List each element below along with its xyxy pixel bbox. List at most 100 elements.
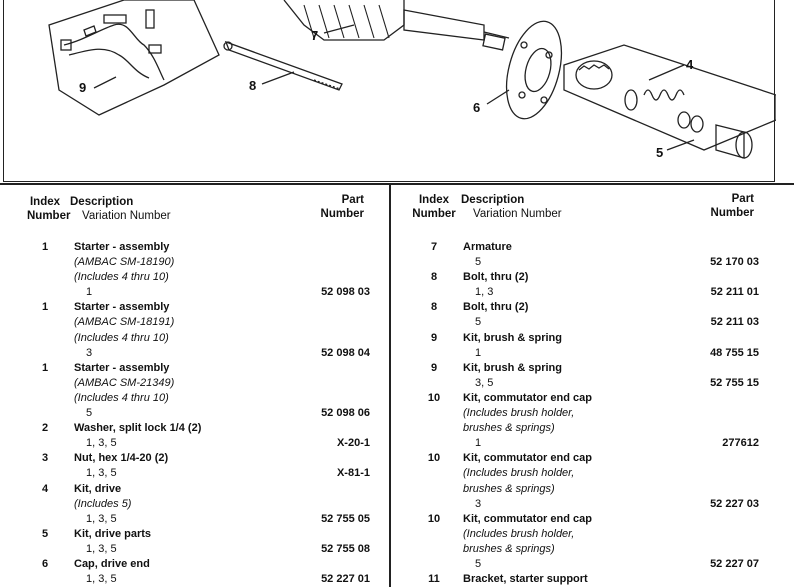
description: 1, 3, 5 bbox=[86, 437, 117, 450]
description: 1 bbox=[475, 346, 482, 359]
callout-9: 9 bbox=[79, 80, 87, 95]
part-number: X-81-1 bbox=[336, 467, 370, 480]
index-number bbox=[16, 315, 74, 330]
index-number bbox=[16, 406, 74, 421]
index-number: 8 bbox=[430, 301, 438, 314]
parts-row: 1, 3, 5 X-81-1 bbox=[16, 466, 376, 481]
description: Kit, drive parts bbox=[74, 527, 152, 540]
part-number bbox=[268, 421, 376, 436]
part-number: 48 755 15 bbox=[710, 346, 759, 359]
drive-kit-box bbox=[563, 44, 776, 151]
description: (Includes brush holder, bbox=[463, 467, 575, 480]
part-number: 52 227 01 bbox=[321, 573, 370, 586]
description: Nut, hex 1/4-20 (2) bbox=[74, 452, 169, 465]
index-number bbox=[405, 421, 463, 436]
description: Kit, commutator end cap bbox=[463, 512, 592, 525]
index-number bbox=[16, 466, 74, 481]
parts-row: 5 52 170 03 bbox=[405, 255, 765, 270]
part-number bbox=[657, 466, 765, 481]
description: Bolt, thru (2) bbox=[463, 271, 529, 284]
part-number bbox=[657, 361, 765, 376]
part-number bbox=[268, 270, 376, 285]
part-number: 52 098 04 bbox=[321, 346, 370, 359]
index-number: 11 bbox=[428, 573, 440, 586]
parts-row: (Includes 4 thru 10) bbox=[16, 270, 376, 285]
description: 1 bbox=[86, 286, 93, 299]
index-number bbox=[16, 376, 74, 391]
index-number bbox=[405, 285, 463, 300]
description: (AMBAC SM-21349) bbox=[74, 376, 175, 389]
part-number: 52 211 03 bbox=[710, 316, 759, 329]
index-number bbox=[16, 497, 74, 512]
description: 1 bbox=[475, 437, 482, 450]
description: (Includes 5) bbox=[74, 497, 132, 510]
index-number bbox=[405, 557, 463, 572]
part-number bbox=[268, 391, 376, 406]
brush-kit-panel bbox=[48, 0, 220, 116]
left-description-header: Description Variation Number bbox=[70, 196, 171, 222]
index-number bbox=[16, 391, 74, 406]
index-number bbox=[405, 406, 463, 421]
description: 5 bbox=[475, 557, 482, 570]
index-number: 9 bbox=[430, 361, 438, 374]
index-number: 10 bbox=[427, 452, 441, 465]
description: (AMBAC SM-18190) bbox=[74, 256, 175, 269]
part-number: X-20-1 bbox=[336, 437, 370, 450]
description: (Includes brush holder, bbox=[463, 527, 575, 540]
callout-8: 8 bbox=[249, 78, 257, 93]
part-number bbox=[657, 391, 765, 406]
part-number: 52 098 06 bbox=[321, 407, 370, 420]
part-number: 52 227 07 bbox=[710, 557, 759, 570]
part-number: 52 170 03 bbox=[710, 256, 759, 269]
callout-4: 4 bbox=[686, 57, 694, 72]
description: 5 bbox=[475, 256, 482, 269]
parts-row: brushes & springs) bbox=[405, 542, 765, 557]
index-number bbox=[16, 572, 74, 587]
callout-7: 7 bbox=[311, 28, 319, 43]
part-number bbox=[657, 527, 765, 542]
description: 3 bbox=[86, 346, 93, 359]
index-number bbox=[16, 542, 74, 557]
part-number bbox=[657, 270, 765, 285]
parts-row: brushes & springs) bbox=[405, 421, 765, 436]
part-number: 52 755 15 bbox=[710, 376, 759, 389]
description: Bolt, thru (2) bbox=[463, 301, 529, 314]
description: 1, 3, 5 bbox=[86, 467, 117, 480]
parts-row: 1 48 755 15 bbox=[405, 346, 765, 361]
index-number bbox=[405, 542, 463, 557]
index-number bbox=[16, 512, 74, 527]
part-number bbox=[657, 331, 765, 346]
description: Kit, brush & spring bbox=[463, 331, 562, 344]
parts-row: (Includes brush holder, bbox=[405, 406, 765, 421]
parts-row: (Includes brush holder, bbox=[405, 527, 765, 542]
description: Starter - assembly bbox=[74, 361, 170, 374]
index-number bbox=[405, 466, 463, 481]
description: 5 bbox=[86, 407, 93, 420]
index-number: 10 bbox=[427, 391, 441, 404]
description: brushes & springs) bbox=[463, 542, 555, 555]
part-number bbox=[268, 331, 376, 346]
part-number: 52 755 08 bbox=[321, 542, 370, 555]
index-number bbox=[16, 285, 74, 300]
part-number bbox=[268, 557, 376, 572]
part-number bbox=[657, 572, 765, 587]
part-number bbox=[268, 451, 376, 466]
part-number bbox=[268, 376, 376, 391]
description: (Includes 4 thru 10) bbox=[74, 391, 169, 404]
description: Cap, drive end bbox=[74, 557, 150, 570]
